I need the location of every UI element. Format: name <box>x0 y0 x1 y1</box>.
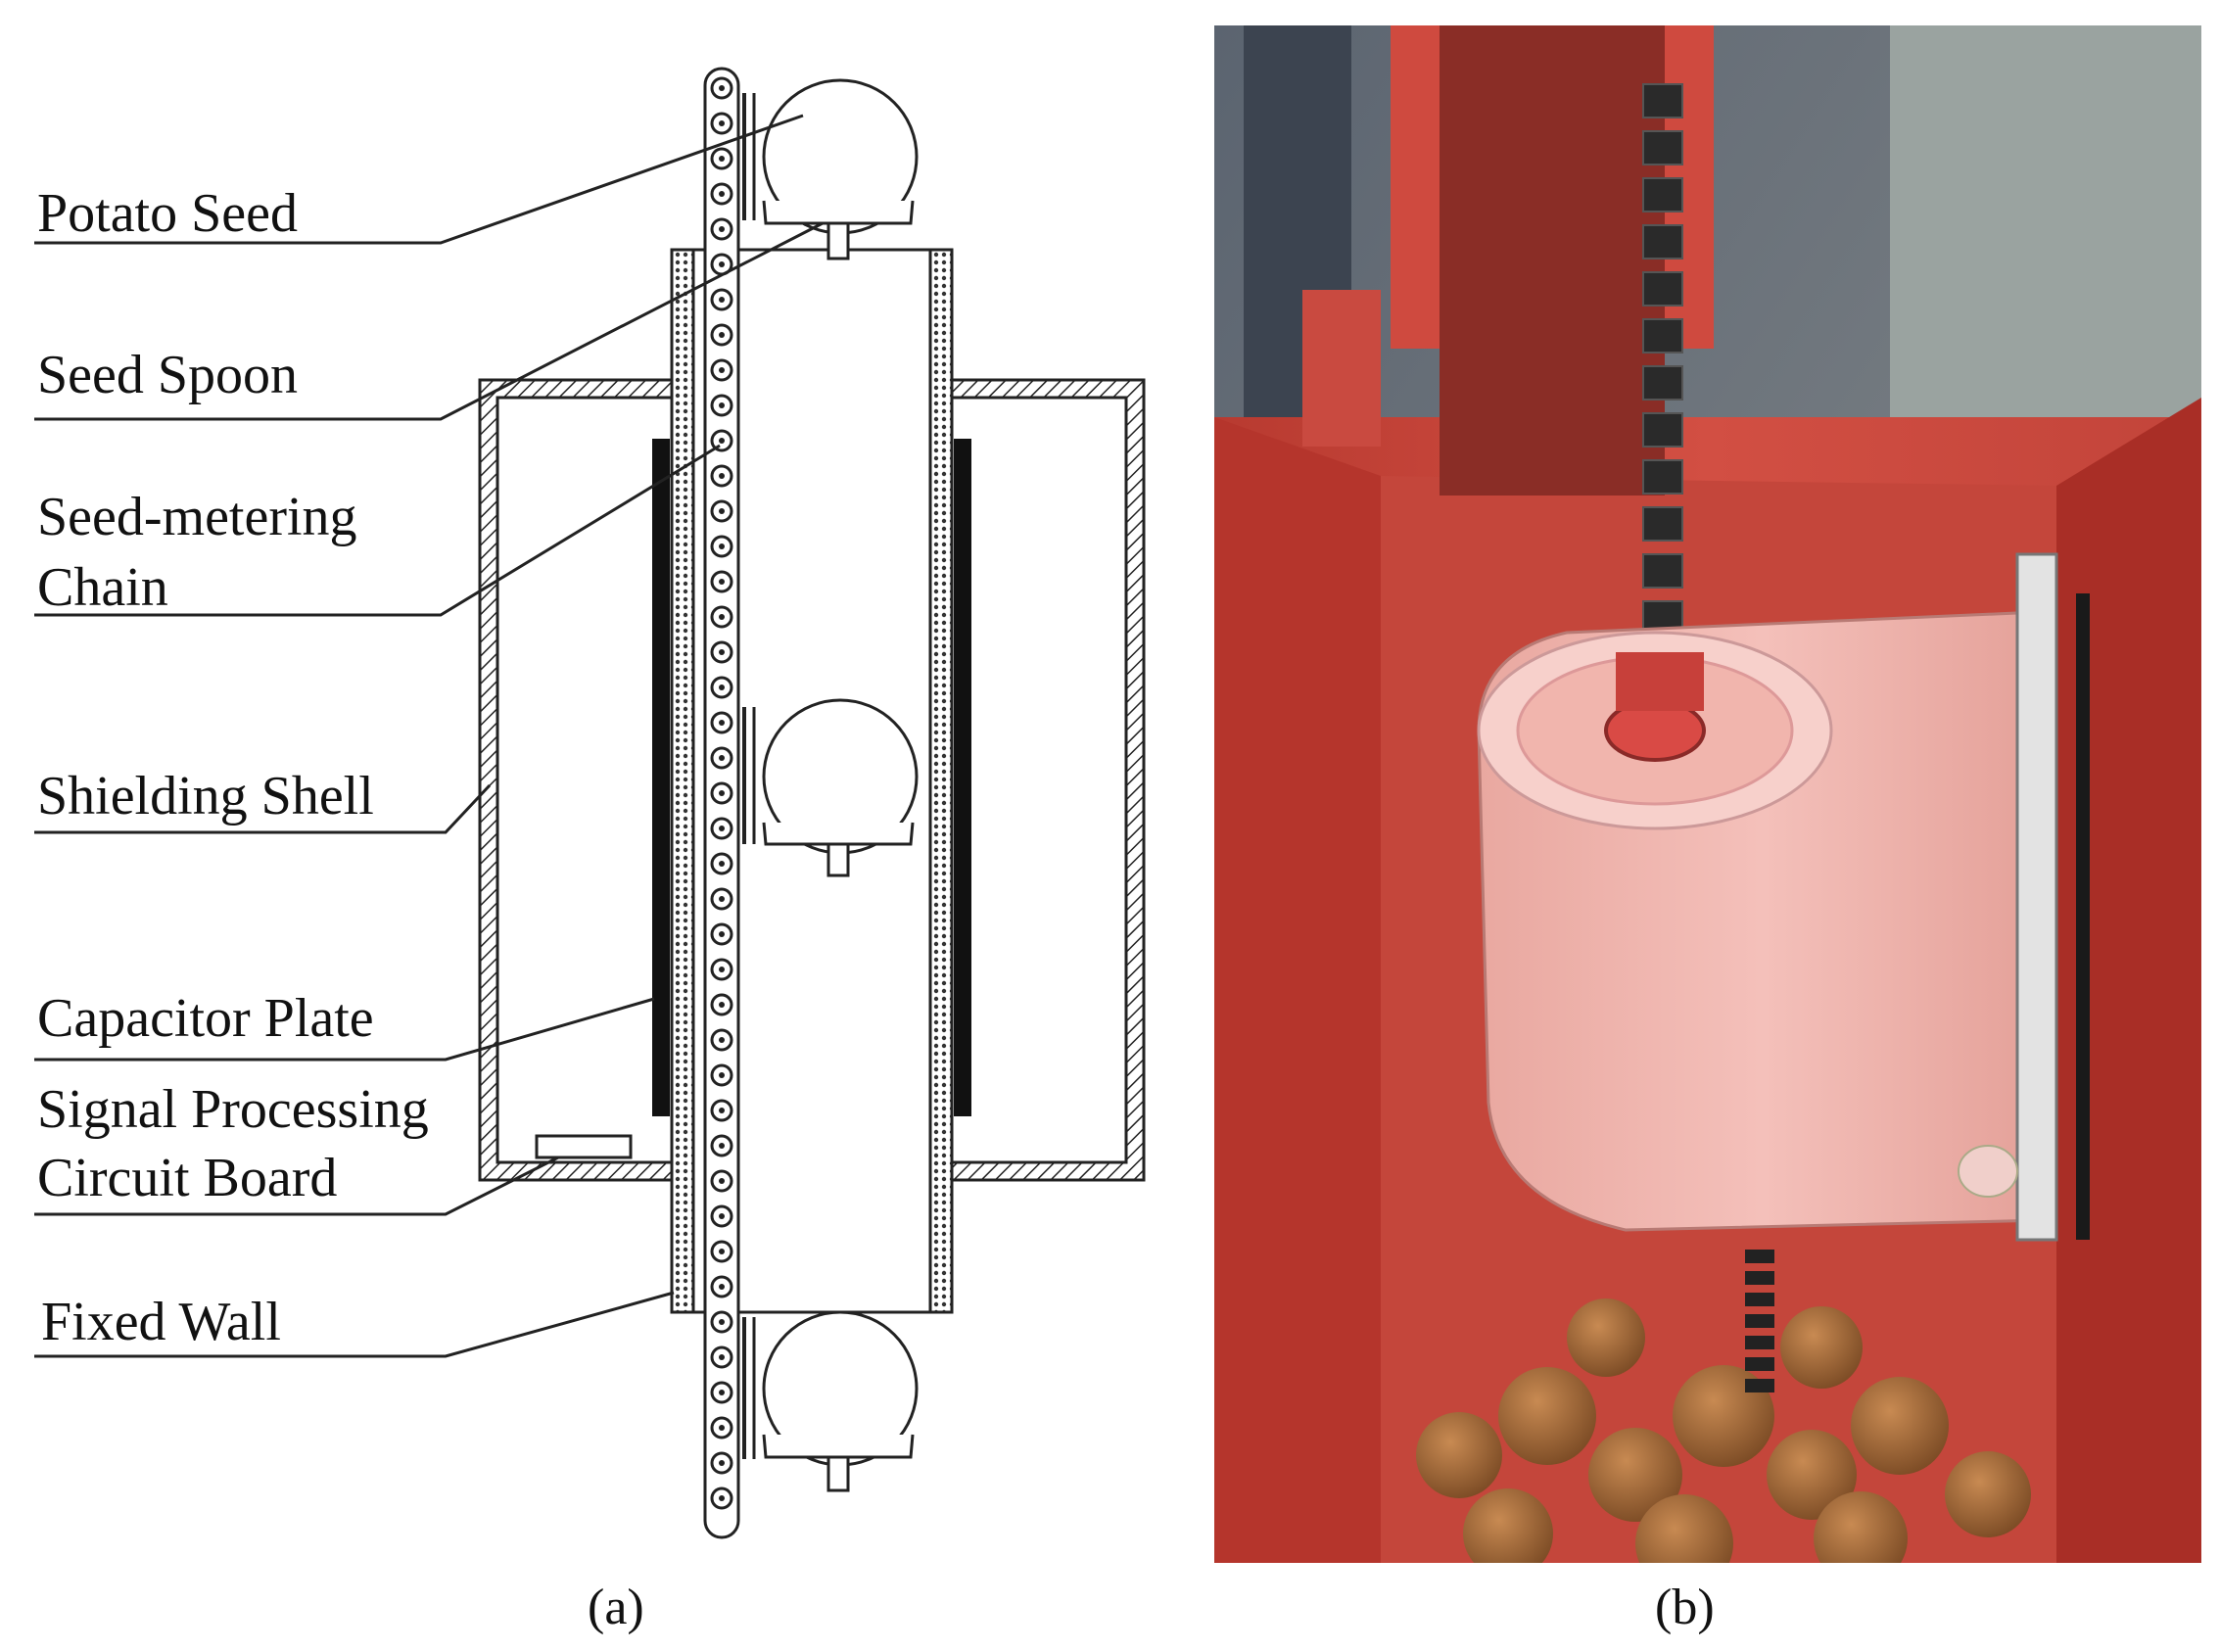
photo-chain-link <box>1642 224 1683 260</box>
chain-pin <box>719 1460 725 1466</box>
photo-spring-coil <box>1745 1293 1774 1306</box>
chain-pin <box>719 156 725 162</box>
chain-pin <box>719 1495 725 1501</box>
label-potato-seed: Potato Seed <box>37 183 298 244</box>
label-fixed-wall: Fixed Wall <box>41 1292 281 1352</box>
chain-pin <box>719 473 725 479</box>
chain-pin <box>719 1354 725 1360</box>
sensor-housing <box>1477 552 2090 1242</box>
chain-pin <box>719 684 725 690</box>
chain-pin <box>719 402 725 408</box>
chain-pin <box>719 1143 725 1149</box>
chain-pin <box>719 1037 725 1043</box>
photo-chain-link <box>1642 412 1683 448</box>
photo-spring-coil <box>1745 1314 1774 1328</box>
chain-pin <box>719 755 725 761</box>
chain-pin <box>719 649 725 655</box>
chain-pin <box>719 1002 725 1008</box>
chain-pin <box>719 226 725 232</box>
chain-pin <box>719 579 725 585</box>
seed-spoon-top <box>742 78 919 260</box>
photo-chain-link <box>1642 177 1683 212</box>
chain-pin <box>719 1425 725 1431</box>
chain-pin <box>719 367 725 373</box>
chain-pin <box>719 1284 725 1290</box>
chain-pin <box>719 790 725 796</box>
chain-pin <box>719 1108 725 1113</box>
caption-a: (a) <box>588 1580 644 1635</box>
photo-chain-link <box>1642 318 1683 354</box>
chain-pin <box>719 1213 725 1219</box>
photo-spring-coil <box>1745 1250 1774 1263</box>
photo-spring-coil <box>1745 1336 1774 1349</box>
chain-pin <box>719 861 725 867</box>
photo-chain-link <box>1642 459 1683 495</box>
circuit-board <box>535 1134 633 1159</box>
label-seed-spoon: Seed Spoon <box>37 345 298 405</box>
chain-pin <box>719 261 725 267</box>
chain-pin <box>719 1249 725 1254</box>
label-signal-processing-line1: Signal Processing <box>37 1079 429 1140</box>
chain-pin <box>719 543 725 549</box>
label-signal-processing-line2: Circuit Board <box>37 1148 338 1208</box>
chain-pin <box>719 1072 725 1078</box>
chain-pin <box>719 297 725 303</box>
capacitor-plates <box>652 439 971 1116</box>
chain-pin <box>719 720 725 726</box>
chain-pin <box>719 931 725 937</box>
chain-pin <box>719 896 725 902</box>
potato-pile <box>1416 1298 2031 1563</box>
chain-pin <box>719 508 725 514</box>
chain-pin <box>719 85 725 91</box>
photo-chain-link <box>1642 365 1683 401</box>
chain-pin <box>719 1178 725 1184</box>
chain-pin <box>719 614 725 620</box>
chain-pin <box>719 1390 725 1395</box>
chain-pin <box>719 1319 725 1325</box>
chain-pin <box>719 438 725 444</box>
photo-chain <box>1642 83 1774 1392</box>
label-seed-metering-chain-line1: Seed-metering <box>37 487 357 547</box>
chain-pin <box>719 120 725 126</box>
photo-chain-link <box>1642 83 1683 118</box>
photo-spring-coil <box>1745 1271 1774 1285</box>
chain-pin <box>719 967 725 972</box>
photo-chain-link <box>1642 271 1683 307</box>
photo-spring-coil <box>1745 1379 1774 1392</box>
seed-metering-chain <box>703 67 740 1539</box>
chain-pin <box>719 826 725 831</box>
chain-pin <box>719 191 725 197</box>
chain-pin <box>719 332 725 338</box>
label-shielding-shell: Shielding Shell <box>37 766 374 826</box>
device-photograph <box>1214 25 2201 1563</box>
photo-chain-link <box>1642 130 1683 165</box>
leader-lines <box>34 114 824 1358</box>
photo-chain-link <box>1642 553 1683 589</box>
seed-spoon-bottom <box>742 1310 919 1492</box>
photo-spring-coil <box>1745 1357 1774 1371</box>
seed-spoon-middle <box>742 698 919 877</box>
label-seed-metering-chain-line2: Chain <box>37 557 168 618</box>
caption-b: (b) <box>1655 1580 1715 1635</box>
schematic-diagram <box>34 67 1146 1539</box>
label-capacitor-plate: Capacitor Plate <box>37 988 374 1049</box>
photo-chain-link <box>1642 506 1683 542</box>
